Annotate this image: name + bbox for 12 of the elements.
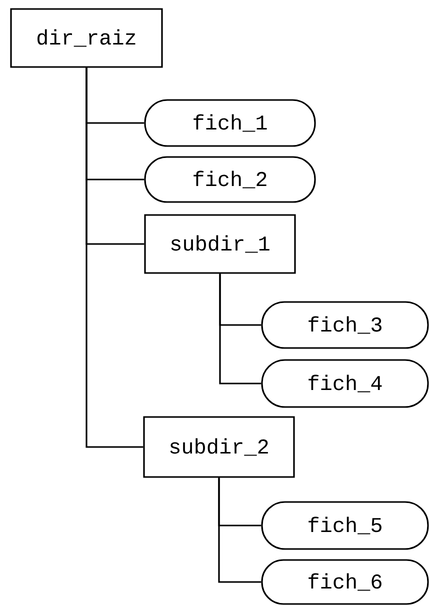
directory-box: dir_raiz [10, 8, 163, 68]
file-node: fich_4 [261, 359, 429, 408]
file-node: fich_6 [261, 559, 429, 605]
directory-box: subdir_2 [143, 416, 295, 478]
tree-connector [86, 68, 144, 448]
tree-connector [218, 478, 262, 583]
file-node: fich_2 [144, 156, 316, 203]
tree-connector [219, 274, 262, 384]
file-node: fich_1 [144, 99, 316, 147]
file-node: fich_5 [261, 501, 429, 550]
directory-box: subdir_1 [144, 214, 296, 274]
file-node: fich_3 [261, 301, 429, 349]
